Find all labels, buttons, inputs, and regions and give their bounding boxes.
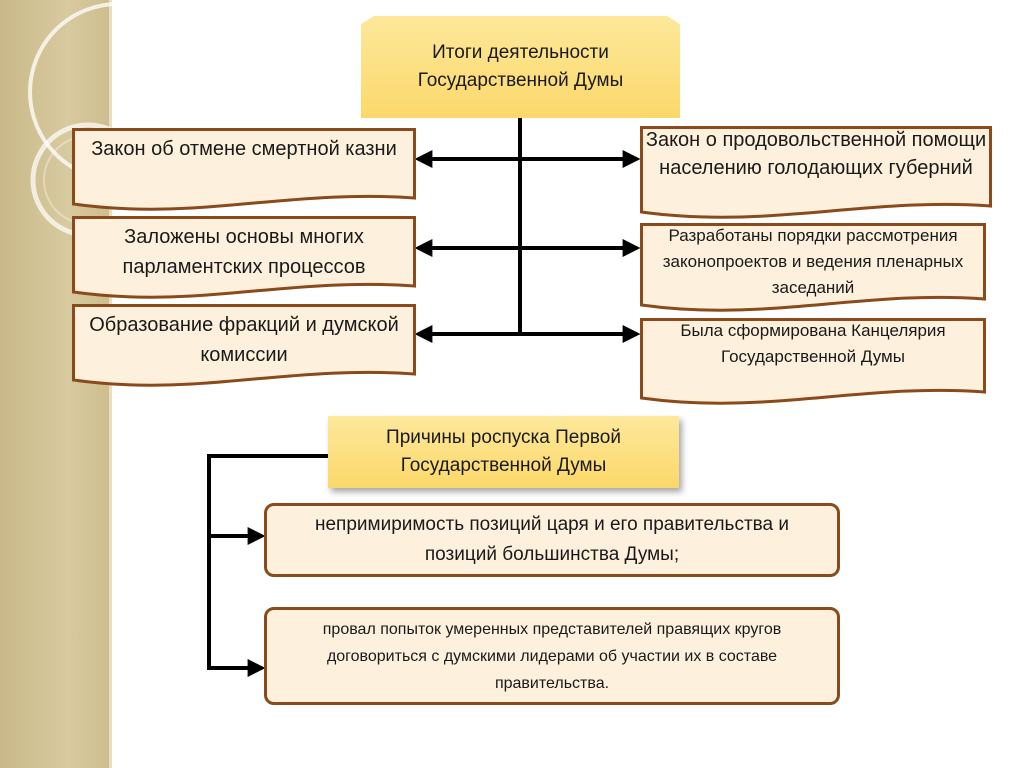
result-left-1-text: Закон об отмене смертной казни: [91, 138, 397, 160]
result-right-2: Разработаны порядки рассмотрения законоп…: [640, 223, 986, 315]
result-left-2-text: Заложены основы многих парламентских про…: [122, 226, 366, 278]
results-title-box: Итоги деятельности Государственной Думы: [361, 16, 680, 118]
dissolution-reason-1: непримиримость позиций царя и его правит…: [264, 503, 840, 577]
result-left-3: Образование фракций и думской комиссии: [72, 304, 416, 390]
dissolution-title-box: Причины роспуска Первой Государственной …: [328, 416, 679, 488]
result-right-1: Закон о продовольственной помощи населен…: [640, 126, 992, 222]
result-right-2-text: Разработаны порядки рассмотрения законоп…: [662, 226, 964, 297]
result-right-1-text: Закон о продовольственной помощи населен…: [645, 129, 987, 179]
result-left-1: Закон об отмене смертной казни: [72, 128, 416, 214]
dissolution-reason-2: провал попыток умеренных представителей …: [264, 607, 840, 705]
result-right-3: Была сформирована Канцелярия Государстве…: [640, 318, 986, 410]
dissolution-title: Причины роспуска Первой Государственной …: [386, 427, 621, 476]
result-left-3-text: Образование фракций и думской комиссии: [89, 314, 399, 366]
results-title: Итоги деятельности Государственной Думы: [417, 42, 624, 91]
result-right-3-text: Была сформирована Канцелярия Государстве…: [680, 321, 946, 366]
dissolution-reason-1-text: непримиримость позиций царя и его правит…: [314, 514, 790, 565]
dissolution-reason-2-text: провал попыток умеренных представителей …: [322, 620, 782, 692]
result-left-2: Заложены основы многих парламентских про…: [72, 216, 416, 302]
